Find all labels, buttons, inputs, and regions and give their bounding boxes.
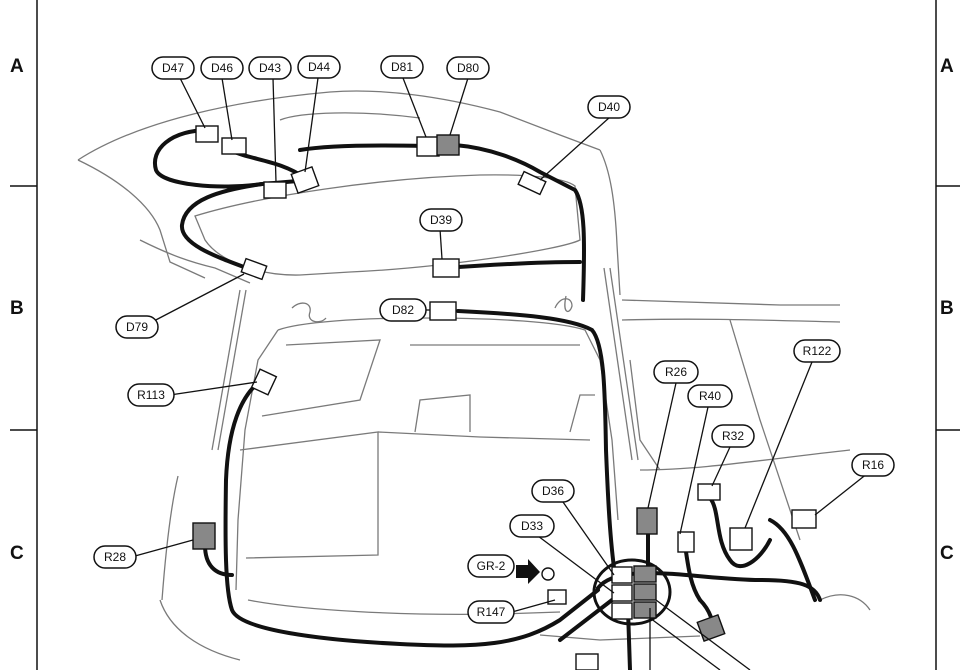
label-d46: D46 bbox=[211, 61, 233, 75]
connector-d81 bbox=[416, 136, 440, 157]
row-letter-b-right: B bbox=[940, 298, 954, 319]
label-d43: D43 bbox=[259, 61, 281, 75]
row-letter-a-left: A bbox=[10, 56, 24, 77]
label-d39: D39 bbox=[430, 213, 452, 227]
label-d40: D40 bbox=[598, 100, 620, 114]
gr2-arrow bbox=[516, 559, 540, 584]
label-d79: D79 bbox=[126, 320, 148, 334]
label-d44: D44 bbox=[308, 60, 330, 74]
callouts bbox=[93, 55, 895, 624]
connector-r122 bbox=[729, 527, 753, 551]
row-letter-b-left: B bbox=[10, 298, 24, 319]
connector-d40 bbox=[517, 170, 547, 196]
label-d36: D36 bbox=[542, 484, 564, 498]
connector-d47 bbox=[195, 125, 219, 143]
label-r122: R122 bbox=[803, 344, 832, 358]
label-r147: R147 bbox=[477, 605, 506, 619]
harness-cluster-ring bbox=[592, 558, 672, 626]
connector-d82 bbox=[429, 301, 457, 321]
row-letter-c-right: C bbox=[940, 543, 954, 564]
connector-lower-right bbox=[696, 613, 726, 643]
connector-cluster-5 bbox=[611, 602, 633, 620]
label-d82: D82 bbox=[392, 303, 414, 317]
frame bbox=[10, 0, 960, 670]
connector-r40 bbox=[677, 531, 695, 553]
connector-cluster-4 bbox=[633, 583, 657, 601]
label-d81: D81 bbox=[391, 60, 413, 74]
wiring-harness bbox=[152, 128, 822, 670]
connector-r16 bbox=[791, 509, 817, 529]
label-d47: D47 bbox=[162, 61, 184, 75]
connector-d39 bbox=[432, 258, 460, 278]
row-letter-a-right: A bbox=[940, 56, 954, 77]
connector-r26 bbox=[636, 507, 658, 535]
connector-d43 bbox=[263, 181, 287, 199]
connector-cluster-6 bbox=[633, 601, 657, 619]
connector-d44 bbox=[290, 165, 320, 195]
connector-d79 bbox=[240, 257, 268, 281]
leader-lines bbox=[134, 77, 869, 670]
label-r113: R113 bbox=[137, 388, 165, 402]
connector-cluster-3 bbox=[611, 584, 633, 602]
connector-r113 bbox=[250, 368, 278, 396]
label-r40: R40 bbox=[699, 389, 721, 403]
connector-r147 bbox=[547, 589, 567, 605]
label-r16: R16 bbox=[862, 458, 884, 472]
row-letter-c-left: C bbox=[10, 543, 24, 564]
label-r32: R32 bbox=[722, 429, 744, 443]
connector-d46 bbox=[221, 137, 247, 155]
label-d33: D33 bbox=[521, 519, 543, 533]
connector-cluster-2 bbox=[633, 565, 657, 583]
label-d80: D80 bbox=[457, 61, 479, 75]
connector-bottom bbox=[575, 653, 599, 670]
vehicle-body-outline bbox=[77, 90, 871, 661]
connector-cluster-1 bbox=[611, 566, 633, 584]
callout-texts: D47 D46 D43 D44 D81 D80 D40 D39 D79 D82 … bbox=[104, 60, 884, 619]
label-r26: R26 bbox=[665, 365, 687, 379]
connector-r32 bbox=[697, 483, 721, 501]
ground-point-gr2 bbox=[541, 567, 555, 581]
connector-d80 bbox=[436, 134, 460, 156]
label-r28: R28 bbox=[104, 550, 126, 564]
connector-r28 bbox=[192, 522, 216, 550]
label-gr2: GR-2 bbox=[477, 559, 506, 573]
